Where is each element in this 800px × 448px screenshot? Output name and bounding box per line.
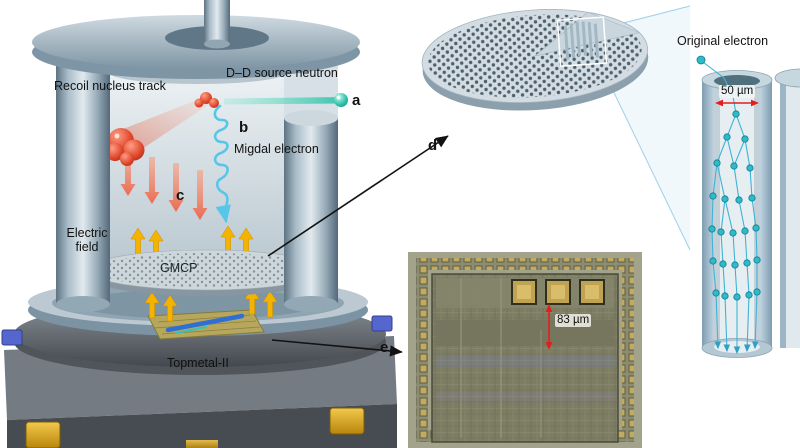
mcp-disc bbox=[421, 9, 649, 111]
efield-arrows-above-gmcp bbox=[130, 225, 254, 263]
panel-label-d: d bbox=[428, 137, 438, 154]
clamp-block bbox=[1, 329, 23, 346]
connector-arrow-to-e bbox=[271, 339, 403, 357]
neutron-track bbox=[224, 93, 348, 107]
electron-track-on-chip bbox=[165, 313, 245, 333]
vessel-walls bbox=[56, 50, 338, 312]
panel-label-a: a bbox=[352, 92, 361, 109]
topmetal-chip bbox=[147, 309, 265, 340]
gold-foot bbox=[186, 440, 218, 448]
scale-arrow-83um bbox=[545, 304, 553, 350]
panel-label-b: b bbox=[239, 119, 249, 136]
original-electron-dot bbox=[696, 55, 706, 65]
gold-foot bbox=[329, 407, 365, 435]
clamp-block bbox=[371, 315, 393, 332]
top-rod bbox=[204, 0, 230, 44]
gmcp-label: GMCP bbox=[160, 261, 198, 275]
electric-field-label: Electric field bbox=[66, 226, 108, 255]
panel-label-c: c bbox=[176, 187, 185, 204]
gold-foot bbox=[25, 421, 61, 448]
recoil-track-label: Recoil nucleus track bbox=[54, 79, 166, 93]
chip-micrograph bbox=[408, 252, 642, 448]
topmetal-label: Topmetal-II bbox=[167, 356, 229, 370]
neutron-source-label: D–D source neutron bbox=[226, 66, 338, 80]
neutron-sphere bbox=[334, 93, 348, 107]
vessel-top-cap bbox=[32, 0, 360, 79]
migdal-electron-track bbox=[213, 104, 231, 224]
electron-avalanche bbox=[696, 55, 761, 355]
scale-arrow-50um bbox=[715, 99, 759, 107]
drift-arrows bbox=[120, 150, 208, 220]
chip-pad-squares bbox=[511, 279, 605, 305]
gmcp-plate bbox=[87, 249, 325, 296]
recoil-nucleus-track bbox=[106, 92, 219, 166]
panel-label-e: e bbox=[380, 339, 389, 356]
connector-arrow-to-d bbox=[267, 135, 449, 257]
zoom-source-box bbox=[556, 16, 608, 68]
pore-scale-label: 50 µm bbox=[719, 85, 756, 99]
migdal-electron-label: Migdal electron bbox=[234, 142, 319, 156]
pixel-scale-label: 83 µm bbox=[555, 314, 592, 328]
original-electron-label: Original electron bbox=[677, 34, 769, 48]
